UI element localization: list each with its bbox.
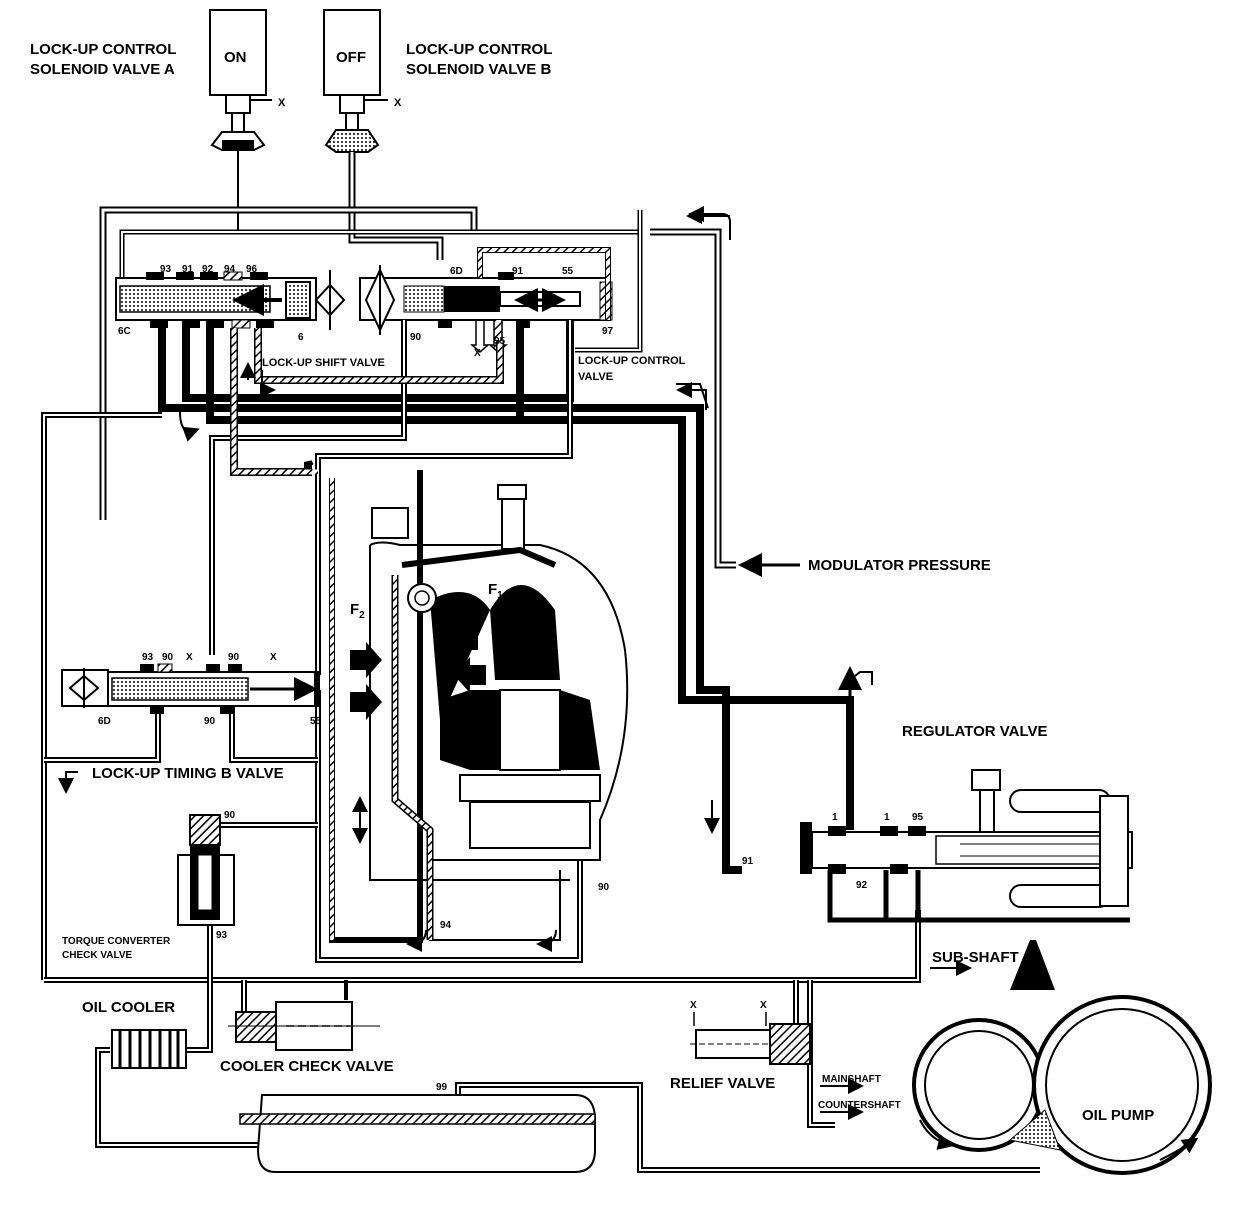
countershaft-label: COUNTERSHAFT (818, 1100, 901, 1111)
solenoid-b-state: OFF (336, 49, 366, 66)
shift-valve-label: LOCK-UP SHIFT VALVE (262, 357, 385, 369)
shift-port-93: 93 (160, 264, 172, 275)
converter-port-94: 94 (440, 920, 452, 931)
oil-sump (239, 1094, 596, 1173)
cooler-check-valve (228, 1001, 380, 1051)
force-f2-label: F2 (350, 601, 365, 621)
solenoid-a-drain: X (278, 97, 286, 109)
solenoid-valve-a (209, 9, 272, 151)
oil-passages (41, 210, 1130, 1173)
control-port-97: 97 (602, 326, 614, 337)
shift-port-6: 6 (298, 332, 304, 343)
timing-port-xb: X (270, 652, 277, 663)
oil-pump (912, 940, 1212, 1175)
control-port-55: 55 (562, 266, 574, 277)
timing-port-6d: 6D (98, 716, 111, 727)
solenoid-a-label-line2: SOLENOID VALVE A (30, 61, 175, 78)
timing-port-90a: 90 (162, 652, 174, 663)
control-valve-label-line1: LOCK-UP CONTROL (578, 355, 686, 367)
converter-port-90: 90 (598, 882, 610, 893)
shift-port-94: 94 (224, 264, 236, 275)
timing-port-93: 93 (142, 652, 154, 663)
regulator-valve (800, 769, 1133, 908)
control-port-95: 95 (494, 336, 506, 347)
regulator-port-92: 92 (856, 880, 868, 891)
regulator-port-1a: 1 (832, 812, 838, 823)
lock-up-timing-b-valve (61, 663, 320, 714)
control-port-6d: 6D (450, 266, 463, 277)
modulator-pressure-label: MODULATOR PRESSURE (808, 557, 991, 574)
timing-port-55: 55 (310, 716, 322, 727)
regulator-valve-label: REGULATOR VALVE (902, 723, 1048, 740)
check-valve-label-line2: CHECK VALVE (62, 950, 133, 961)
regulator-port-95: 95 (912, 812, 924, 823)
check-valve-port-90: 90 (224, 810, 236, 821)
shift-port-92: 92 (202, 264, 214, 275)
torque-converter (329, 470, 720, 952)
converter-port-91: 91 (742, 856, 754, 867)
line-99-label: 99 (436, 1082, 448, 1093)
timing-valve-label: LOCK-UP TIMING B VALVE (92, 765, 284, 782)
control-port-90: 90 (410, 332, 422, 343)
oil-cooler (111, 1029, 187, 1069)
check-valve-port-93: 93 (216, 930, 228, 941)
shift-port-96: 96 (246, 264, 258, 275)
shift-port-6c: 6C (118, 326, 131, 337)
control-port-x: X (474, 348, 481, 359)
timing-port-90c: 90 (204, 716, 216, 727)
solenoid-b-label-line2: SOLENOID VALVE B (406, 61, 551, 78)
solenoid-b-drain: X (394, 97, 402, 109)
force-f1-label: F1 (488, 581, 503, 601)
mainshaft-label: MAINSHAFT (822, 1074, 881, 1085)
solenoid-a-state: ON (224, 49, 247, 66)
solenoid-a-label-line1: LOCK-UP CONTROL (30, 41, 176, 58)
control-port-91: 91 (512, 266, 524, 277)
sub-shaft-label: SUB-SHAFT (932, 949, 1019, 966)
relief-valve-label: RELIEF VALVE (670, 1075, 775, 1092)
relief-drain-x-b: X (760, 1000, 767, 1011)
torque-converter-check-valve (177, 814, 235, 926)
lock-up-shift-valve (115, 270, 346, 330)
timing-port-xa: X (186, 652, 193, 663)
check-valve-label-line1: TORQUE CONVERTER (62, 936, 171, 947)
relief-valve (690, 1012, 811, 1065)
lock-up-control-valve (359, 247, 613, 353)
control-valve-label-line2: VALVE (578, 371, 613, 383)
cooler-check-valve-label: COOLER CHECK VALVE (220, 1058, 394, 1075)
timing-port-90b: 90 (228, 652, 240, 663)
regulator-port-1b: 1 (884, 812, 890, 823)
solenoid-valve-b (323, 9, 388, 153)
solenoid-b-label-line1: LOCK-UP CONTROL (406, 41, 552, 58)
oil-pump-label: OIL PUMP (1082, 1107, 1154, 1124)
oil-cooler-label: OIL COOLER (82, 999, 175, 1016)
relief-drain-x-a: X (690, 1000, 697, 1011)
shift-port-91: 91 (182, 264, 194, 275)
